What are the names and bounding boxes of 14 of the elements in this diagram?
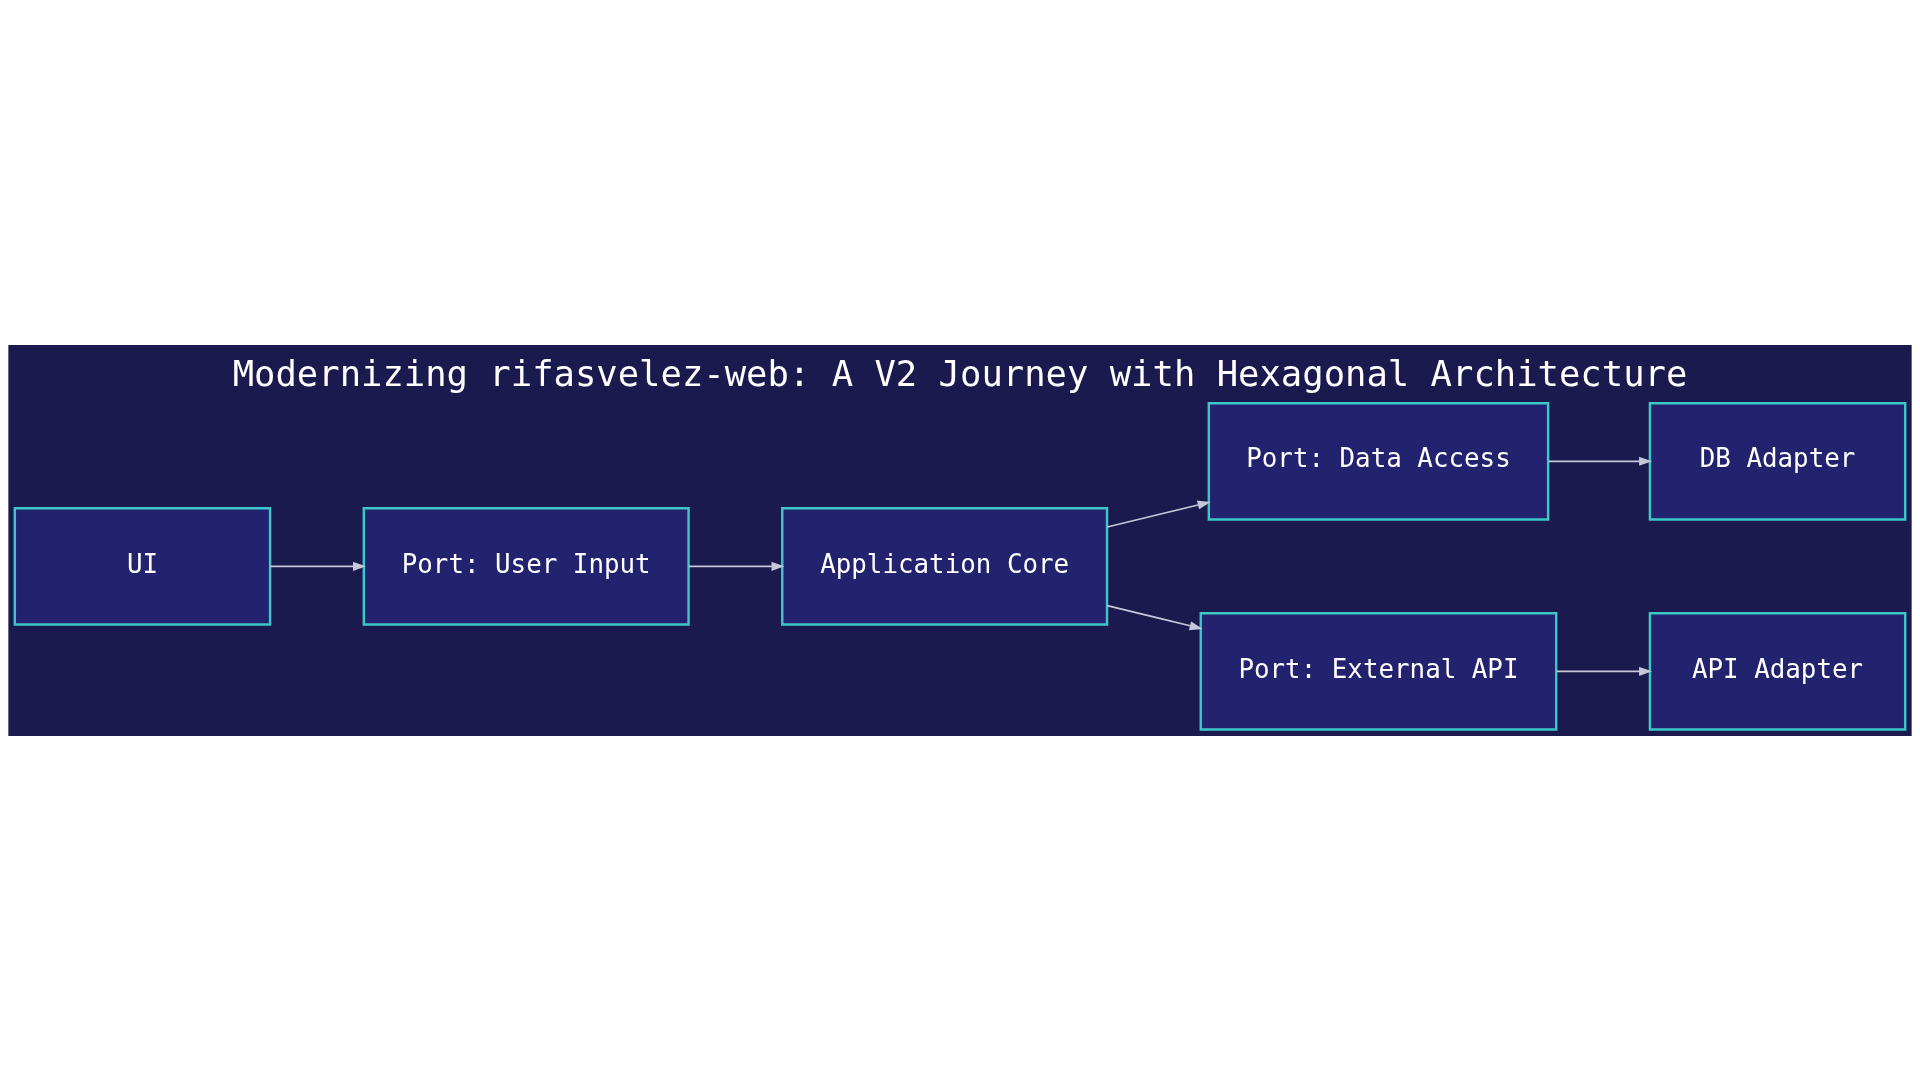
node-box: Port: User Input	[362, 506, 690, 626]
diagram-title: Modernizing rifasvelez-web: A V2 Journey with Hexagonal Architecture	[232, 352, 1688, 394]
arrow	[1547, 456, 1653, 466]
arrow	[1106, 604, 1203, 630]
node-box: Port: External API	[1199, 611, 1558, 731]
arrow	[269, 561, 366, 571]
node-box: DB Adapter	[1648, 401, 1907, 521]
node-box: Port: Data Access	[1207, 401, 1550, 521]
node-box: API Adapter	[1648, 611, 1907, 731]
node-box: Application Core	[781, 506, 1109, 626]
node-box: UI	[13, 506, 272, 626]
arrow	[1106, 500, 1211, 528]
arrow	[1555, 666, 1653, 676]
arrow	[688, 561, 785, 571]
